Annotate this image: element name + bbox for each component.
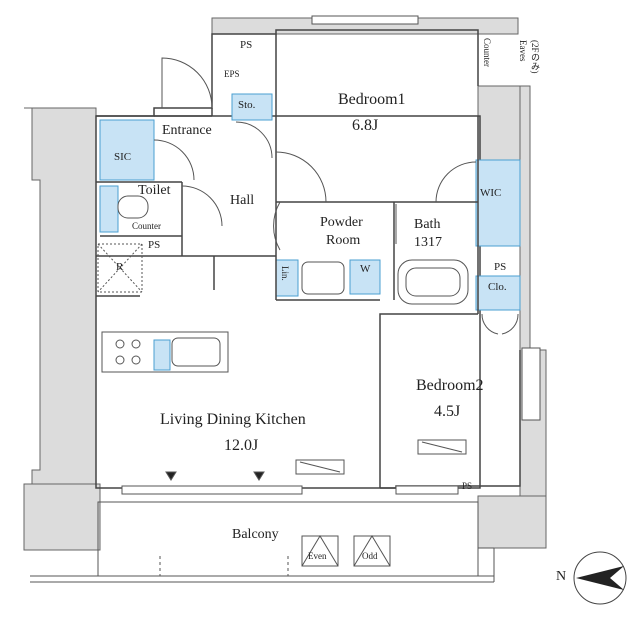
counter-toilet-label: Counter — [132, 221, 161, 231]
washer-label: W — [360, 263, 371, 275]
bedroom2-name: Bedroom2 — [416, 377, 484, 394]
eps-label: EPS — [224, 69, 240, 79]
balcony-label: Balcony — [232, 527, 279, 542]
ldk-size: 12.0J — [224, 437, 259, 454]
bedroom1-size: 6.8J — [352, 117, 379, 134]
even-hatch-label: Even — [308, 551, 327, 561]
bedroom1-name: Bedroom1 — [338, 91, 406, 108]
eaves-label: Eaves — [518, 40, 528, 62]
ps-right-label: PS — [494, 261, 507, 273]
bath-name: Bath — [414, 217, 441, 232]
odd-hatch-label: Odd — [362, 551, 378, 561]
windows — [121, 15, 541, 495]
entrance-label: Entrance — [162, 123, 212, 138]
closet-label: Clo. — [488, 281, 507, 293]
ps-toilet-label: PS — [148, 239, 161, 251]
compass-rose — [573, 551, 627, 605]
door-swings — [153, 57, 519, 335]
fixtures — [97, 195, 469, 481]
refrigerator-label: R — [116, 261, 124, 273]
powder-room-line1: Powder — [320, 215, 363, 230]
interior-walls — [96, 34, 479, 314]
ps-bottom-label: PS — [462, 481, 473, 491]
ldk-name: Living Dining Kitchen — [160, 411, 306, 428]
sic-label: SIC — [114, 151, 132, 163]
wic-label: WIC — [480, 187, 502, 199]
balcony-area — [30, 501, 495, 583]
bath-size: 1317 — [414, 235, 442, 250]
counter-top-label: Counter — [482, 38, 492, 67]
compass-north-label: N — [556, 569, 567, 584]
bedroom2-size: 4.5J — [434, 403, 461, 420]
linen-label: Lin. — [280, 266, 290, 281]
sto-label: Sto. — [238, 99, 256, 111]
powder-room-line2: Room — [326, 233, 361, 248]
storage-areas — [99, 93, 521, 371]
eaves-note-label: (2Fのみ) — [530, 40, 540, 74]
ps-top-label: PS — [240, 39, 253, 51]
hall-label: Hall — [230, 193, 255, 208]
toilet-label: Toilet — [138, 183, 171, 198]
